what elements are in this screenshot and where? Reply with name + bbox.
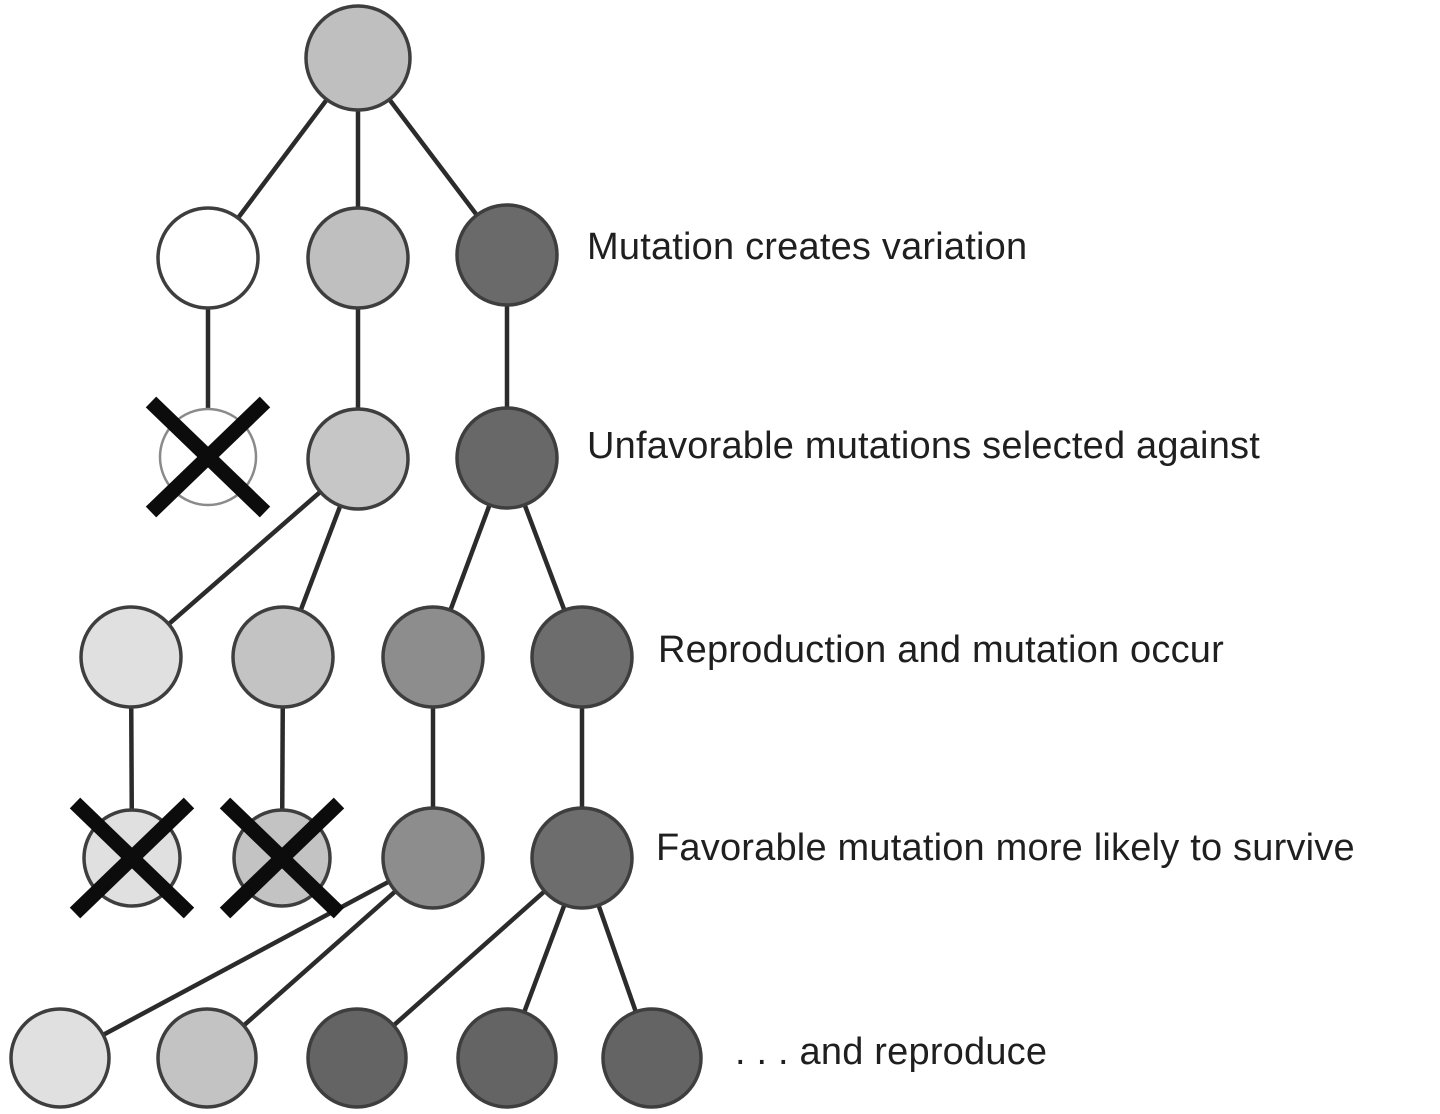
selection-cross-icon-gen3-1 — [145, 396, 271, 518]
selection-cross-icon-gen5-1 — [69, 797, 195, 919]
organism-node-gen6-1 — [9, 1007, 111, 1109]
cross-stroke — [219, 797, 345, 919]
organism-node-gen6-5 — [601, 1007, 703, 1109]
label-mutation-creates-variation: Mutation creates variation — [587, 226, 1028, 269]
organism-node-gen1-1 — [304, 4, 412, 112]
organism-node-gen6-2 — [156, 1007, 258, 1109]
label-reproduction-and-mutation-occur: Reproduction and mutation occur — [658, 629, 1224, 672]
organism-node-gen6-3 — [306, 1007, 408, 1109]
organism-node-gen3-2 — [306, 407, 410, 511]
edge-gen5-3-gen6-1 — [58, 856, 435, 1060]
organism-node-gen4-4 — [530, 605, 634, 709]
organism-node-gen5-3 — [381, 806, 485, 910]
organism-node-gen4-1 — [79, 605, 183, 709]
label-and-reproduce: . . . and reproduce — [735, 1031, 1048, 1074]
cross-stroke — [69, 797, 195, 919]
selection-cross-icon-gen5-2 — [219, 797, 345, 919]
cross-stroke — [145, 396, 271, 518]
organism-node-gen4-2 — [231, 605, 335, 709]
organism-node-gen5-4 — [530, 806, 634, 910]
organism-node-gen2-3 — [455, 203, 559, 307]
label-unfavorable-mutations-selected-against: Unfavorable mutations selected against — [587, 425, 1260, 468]
organism-node-gen6-4 — [456, 1007, 558, 1109]
label-favorable-mutation-more-likely-to-survive: Favorable mutation more likely to surviv… — [656, 827, 1355, 870]
organism-node-gen3-3 — [455, 406, 559, 510]
organism-node-gen2-1 — [156, 206, 260, 310]
organism-node-gen2-2 — [306, 206, 410, 310]
organism-node-gen4-3 — [381, 605, 485, 709]
